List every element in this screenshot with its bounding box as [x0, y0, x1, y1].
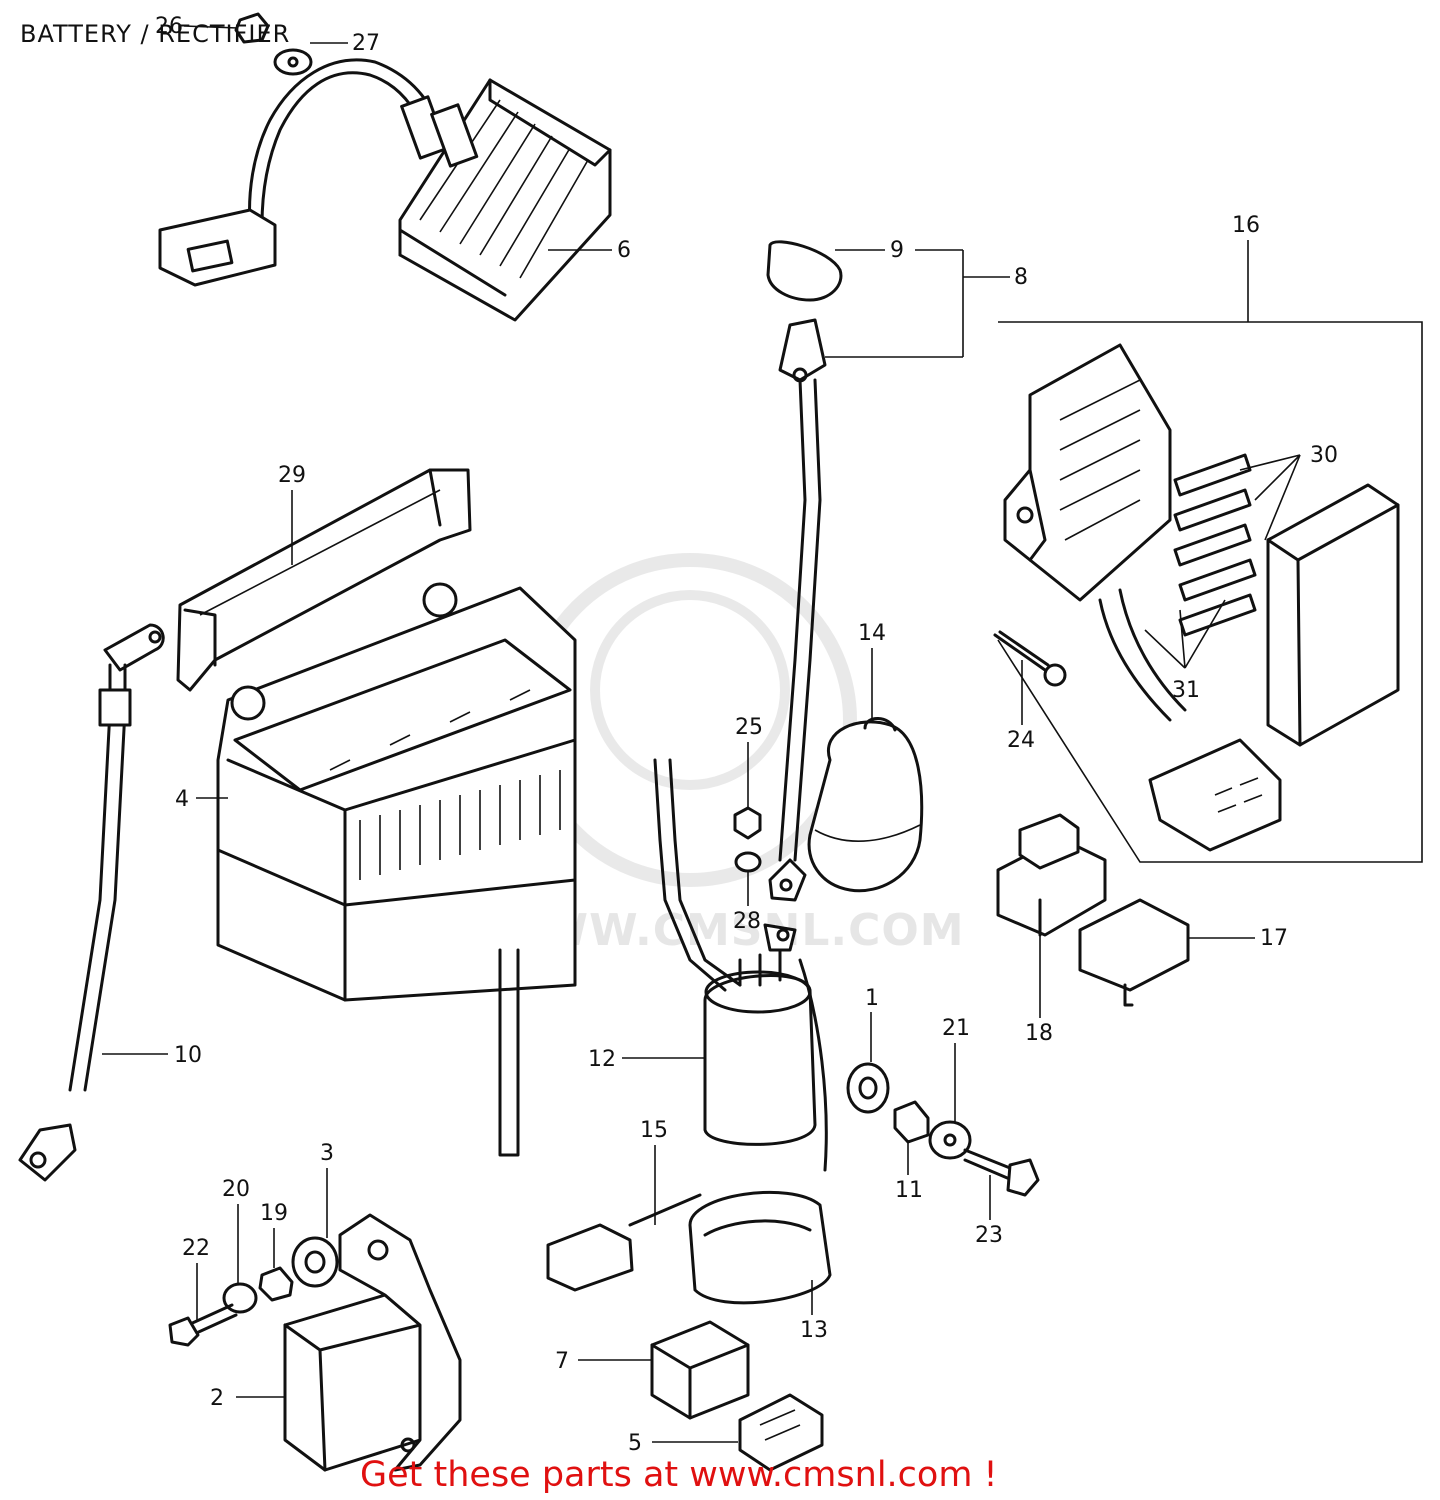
- callout-3: 3: [320, 1141, 334, 1238]
- callout-29: 29: [278, 463, 306, 565]
- callout-16: 16: [1232, 213, 1260, 322]
- callout-27: 27: [310, 31, 380, 56]
- callout-7: 7: [555, 1349, 652, 1374]
- callout-label-22: 22: [182, 1236, 210, 1261]
- callout-label-31: 31: [1172, 678, 1200, 703]
- terminal-cover-part-14: [807, 717, 924, 893]
- callout-label-14: 14: [858, 621, 886, 646]
- callout-28: 28: [733, 872, 761, 934]
- fuse-parts-30-31: [1144, 453, 1301, 669]
- callout-label-24: 24: [1007, 728, 1035, 753]
- callout-label-7: 7: [555, 1349, 569, 1374]
- rectifier-part: [158, 58, 612, 322]
- callout-23: 23: [975, 1175, 1003, 1248]
- callout-17: 17: [1188, 926, 1288, 951]
- callout-label-3: 3: [320, 1141, 334, 1166]
- screw-part-24: [993, 630, 1067, 687]
- callout-label-9: 9: [890, 238, 904, 263]
- nut-washer-parts-26-27: [234, 12, 313, 76]
- battery-part-4: [216, 582, 577, 1002]
- callout-label-5: 5: [628, 1431, 642, 1456]
- callout-label-6: 6: [617, 238, 631, 263]
- regulator-part-2: [168, 1213, 462, 1472]
- callout-9: 9: [835, 238, 904, 263]
- callout-26: 26: [155, 14, 239, 39]
- callout-14: 14: [858, 621, 886, 720]
- callout-label-15: 15: [640, 1118, 668, 1143]
- callout-2: 2: [210, 1386, 285, 1411]
- callout-22: 22: [182, 1236, 210, 1320]
- callout-label-20: 20: [222, 1177, 250, 1202]
- diagram-title: BATTERY / RECTIFIER: [20, 20, 291, 48]
- callout-1: 1: [865, 986, 879, 1062]
- callout-label-18: 18: [1025, 1021, 1053, 1046]
- callout-label-10: 10: [174, 1043, 202, 1068]
- callout-21: 21: [942, 1016, 970, 1122]
- callout-12: 12: [588, 1047, 705, 1072]
- callout-19: 19: [260, 1201, 288, 1268]
- callout-label-28: 28: [733, 909, 761, 934]
- callout-label-23: 23: [975, 1223, 1003, 1248]
- callout-label-29: 29: [278, 463, 306, 488]
- callout-30: 30: [1310, 443, 1338, 468]
- connector-parts-5-7: [650, 1320, 824, 1472]
- callout-13: 13: [800, 1280, 828, 1343]
- callout-label-27: 27: [352, 31, 380, 56]
- callout-25: 25: [735, 715, 763, 808]
- connector-parts-17-18: [996, 813, 1190, 1007]
- watermark-logo: [523, 553, 857, 887]
- callout-label-25: 25: [735, 715, 763, 740]
- callout-24: 24: [1007, 660, 1035, 753]
- callout-label-11: 11: [895, 1178, 923, 1203]
- callout-10: 10: [102, 1043, 202, 1068]
- callout-label-1: 1: [865, 986, 879, 1011]
- callout-11: 11: [895, 1140, 923, 1203]
- callout-label-2: 2: [210, 1386, 224, 1411]
- callout-label-19: 19: [260, 1201, 288, 1226]
- ground-cable-part-10: [18, 623, 165, 1182]
- callout-label-12: 12: [588, 1047, 616, 1072]
- callout-20: 20: [222, 1177, 250, 1285]
- fuse-box-part-16: [997, 321, 1423, 863]
- callout-5: 5: [628, 1431, 738, 1456]
- starter-relay-part-12: [653, 758, 828, 1172]
- footer-promo-text[interactable]: Get these parts at www.cmsnl.com !: [360, 1455, 998, 1495]
- fuse-box-cover: [1266, 483, 1400, 747]
- mount-hardware-1-11-21-23: [846, 1062, 1040, 1197]
- callout-4: 4: [175, 787, 228, 812]
- relay-cover-part-13: [546, 1190, 832, 1305]
- callout-label-30: 30: [1310, 443, 1338, 468]
- callout-label-16: 16: [1232, 213, 1260, 238]
- vent-tube: [498, 948, 520, 1157]
- callout-6: 6: [548, 238, 631, 263]
- callout-8: 8: [825, 249, 1028, 358]
- callout-31: 31: [1172, 678, 1200, 703]
- nut-washer-parts-25-28: [733, 806, 762, 873]
- callout-label-17: 17: [1260, 926, 1288, 951]
- callout-label-4: 4: [175, 787, 189, 812]
- callout-15: 15: [640, 1118, 668, 1225]
- battery-cable-part-8: [766, 240, 843, 902]
- callout-label-26: 26: [155, 14, 183, 39]
- callout-label-13: 13: [800, 1318, 828, 1343]
- callout-18: 18: [1025, 935, 1053, 1046]
- callout-label-21: 21: [942, 1016, 970, 1041]
- battery-strap-part-29: [176, 468, 472, 692]
- callout-label-8: 8: [1014, 265, 1028, 290]
